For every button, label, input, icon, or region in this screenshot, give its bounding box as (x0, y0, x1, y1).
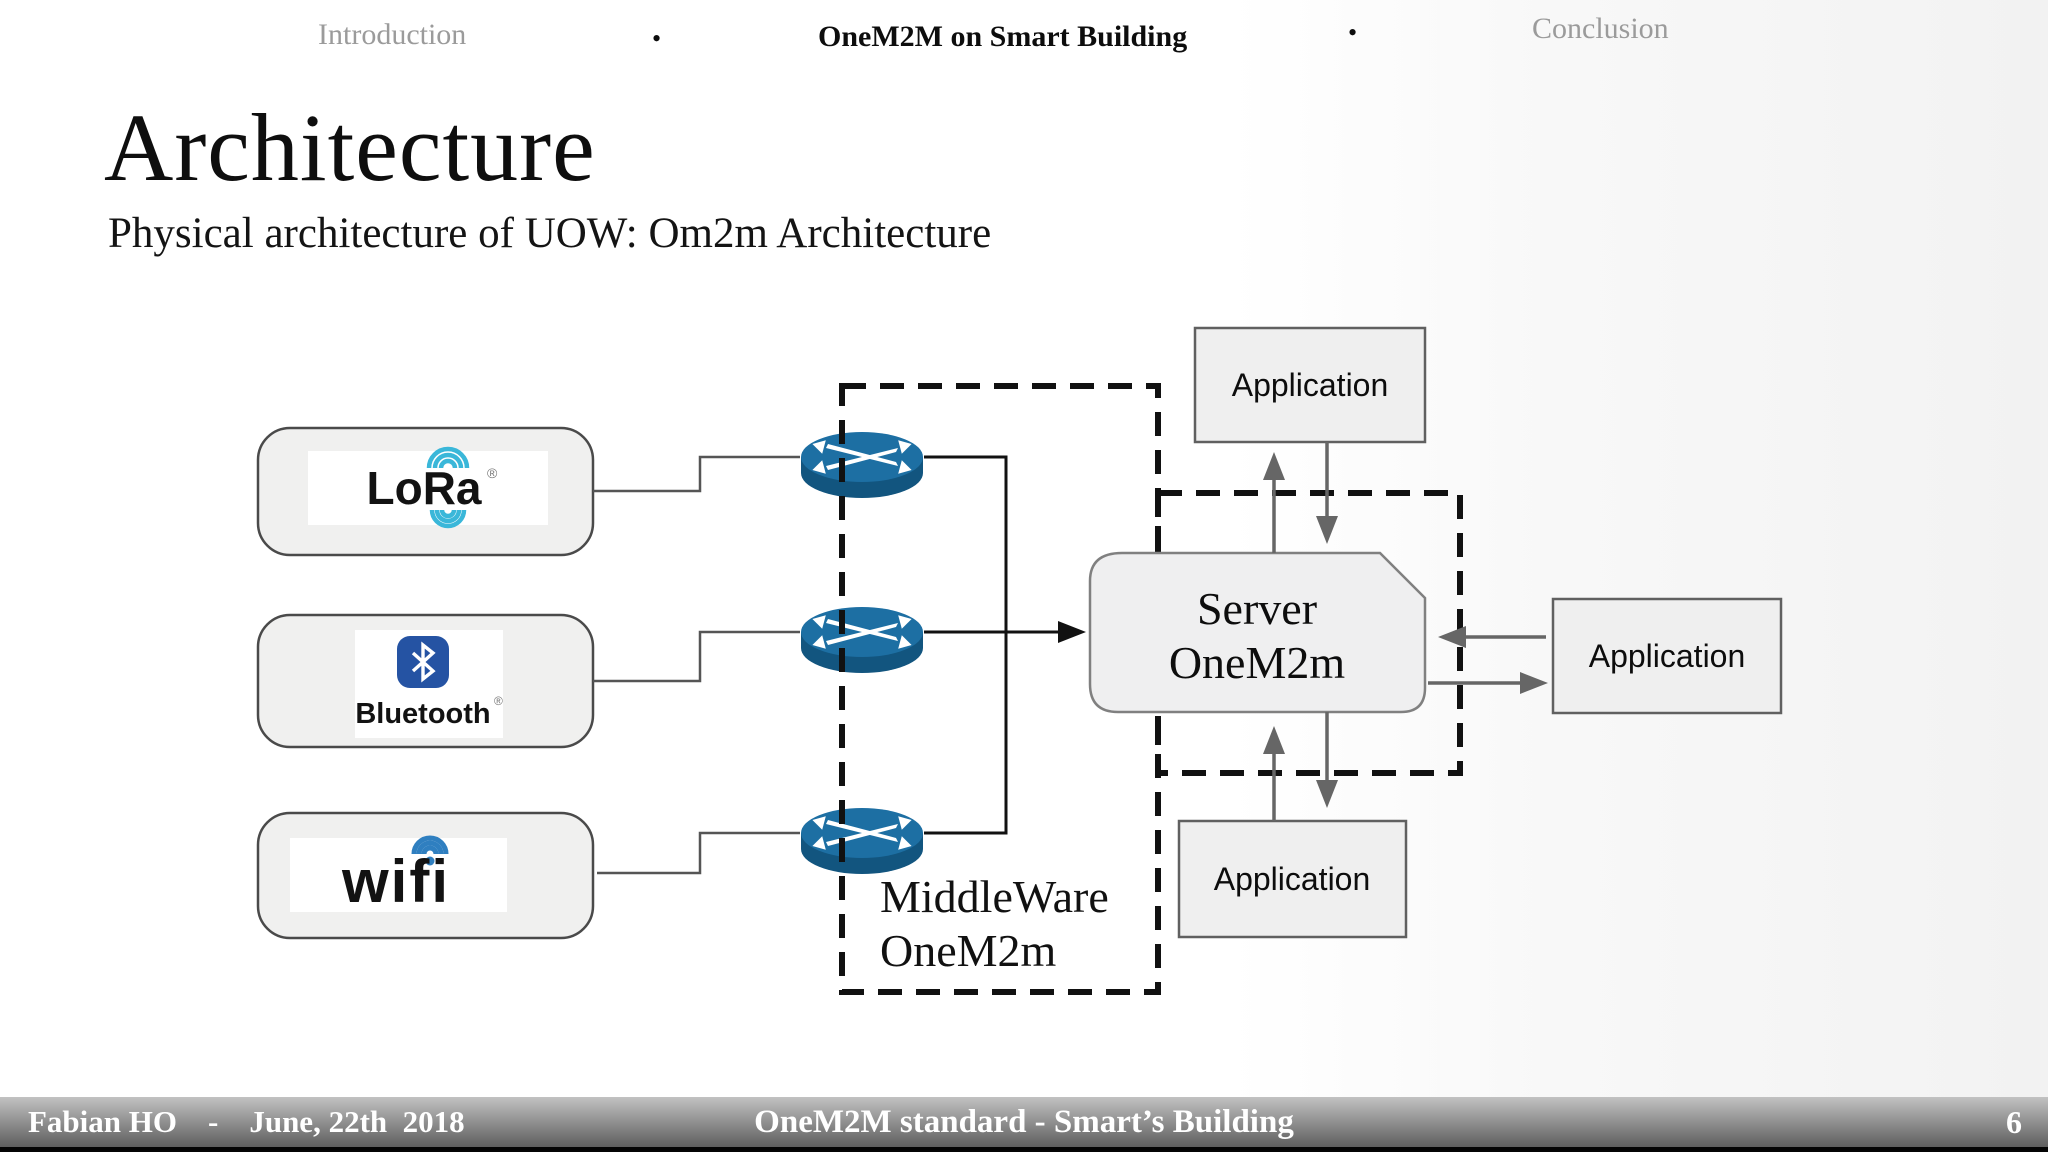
nav-item-introduction: Introduction (318, 18, 467, 51)
footer-bottom-strip (0, 1147, 2048, 1152)
bluetooth-logo-text: Bluetooth (355, 698, 490, 730)
device-router-connectors (593, 455, 800, 875)
server-label-line2: OneM2m (1169, 637, 1346, 688)
router-icon-middle (801, 607, 923, 673)
device-box-bluetooth: Bluetooth ® (256, 613, 595, 749)
bluetooth-rune-icon (411, 641, 436, 683)
application-box-bottom: Application (1177, 819, 1408, 939)
lora-logo-text: LoRa (367, 462, 482, 514)
lora-signal-arcs-icon (426, 446, 470, 529)
middleware-label-line1: MiddleWare (880, 871, 1109, 922)
device-box-wifi: wifi (256, 811, 595, 940)
wifi-dot (425, 856, 435, 866)
server-label-line1: Server (1197, 583, 1317, 634)
bluetooth-trademark: ® (494, 694, 503, 708)
exchange-arrows (1272, 442, 1546, 821)
device-box-lora: LoRa ® (256, 426, 595, 557)
nav-item-current: OneM2M on Smart Building (818, 20, 1188, 53)
application-box-right: Application (1551, 597, 1783, 715)
router-icon-bottom (801, 808, 923, 874)
exchange-arrowheads (1263, 452, 1548, 808)
application-label: Application (1232, 367, 1389, 403)
application-label: Application (1214, 861, 1371, 897)
nav-item-conclusion: Conclusion (1532, 12, 1669, 45)
lora-trademark: ® (487, 465, 498, 481)
page-title: Architecture (104, 94, 596, 201)
nav-separator-bullet: • (652, 24, 662, 53)
server-arrowhead (1058, 621, 1086, 643)
application-box-top: Application (1193, 326, 1427, 444)
wifi-logo-text: wifi (341, 848, 450, 915)
application-label: Application (1589, 638, 1746, 674)
nav-separator-bullet: • (1348, 18, 1358, 47)
router-bus-lines (924, 455, 1086, 835)
footer-page-number: 6 (2006, 1104, 2022, 1140)
footer-author-date: Fabian HO - June, 22th 2018 (28, 1104, 465, 1139)
footer-presentation-title: OneM2M standard - Smart’s Building (754, 1104, 1294, 1140)
router-icon-top (801, 432, 923, 498)
middleware-label-line2: OneM2m (880, 925, 1057, 976)
footer-bar: Fabian HO - June, 22th 2018 OneM2M stand… (0, 1097, 2048, 1147)
wifi-arcs-icon (411, 835, 449, 855)
page-subtitle: Physical architecture of UOW: Om2m Archi… (108, 210, 992, 257)
server-box: Server OneM2m (1088, 551, 1427, 714)
